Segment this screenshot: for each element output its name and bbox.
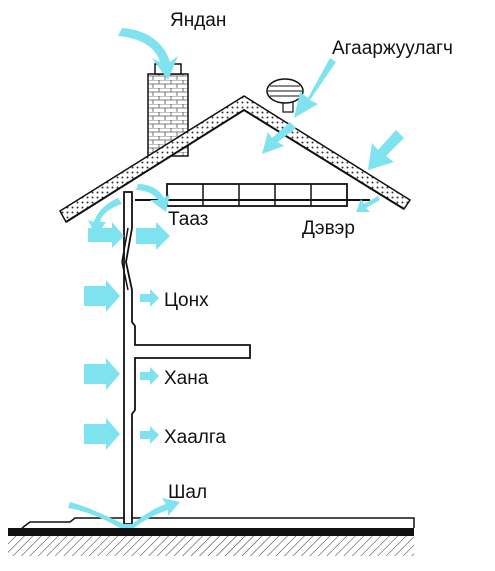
roof-ventilator: [266, 78, 304, 113]
arrow-ventilator: [294, 58, 336, 118]
label-floor: Шал: [168, 482, 207, 503]
arrow-left-3: [84, 358, 120, 390]
roof: [59, 95, 412, 224]
wall: [121, 191, 251, 525]
arrow-door-small: [140, 426, 159, 444]
labels: Яндан Агааржуулагч Тааз Дэвэр Цонх Хана …: [164, 10, 453, 503]
arrow-right-1: [136, 222, 170, 250]
arrow-floor: [68, 498, 180, 528]
ground: [8, 517, 415, 556]
label-ventilator: Агааржуулагч: [332, 38, 453, 59]
arrow-left-2: [84, 280, 120, 312]
arrow-attic: [262, 122, 296, 154]
arrow-left-1: [88, 222, 124, 248]
arrow-window-small: [140, 289, 159, 307]
label-chimney: Яндан: [170, 10, 226, 31]
label-door: Хаалга: [164, 427, 226, 448]
label-window: Цонх: [164, 290, 209, 311]
arrow-left-4: [84, 418, 120, 450]
arrow-upper-left: [88, 198, 122, 236]
arrow-eave-small: [356, 196, 380, 212]
arrow-ceiling: [136, 184, 170, 212]
arrow-chimney: [118, 28, 178, 80]
label-wall: Хана: [164, 368, 209, 389]
air-arrows: [68, 28, 404, 528]
label-ceiling: Тааз: [168, 209, 208, 230]
arrow-eave-top: [368, 130, 404, 170]
arrow-wall-small: [140, 367, 159, 385]
label-eave: Дэвэр: [302, 218, 355, 239]
ceiling-structure: [135, 183, 370, 207]
